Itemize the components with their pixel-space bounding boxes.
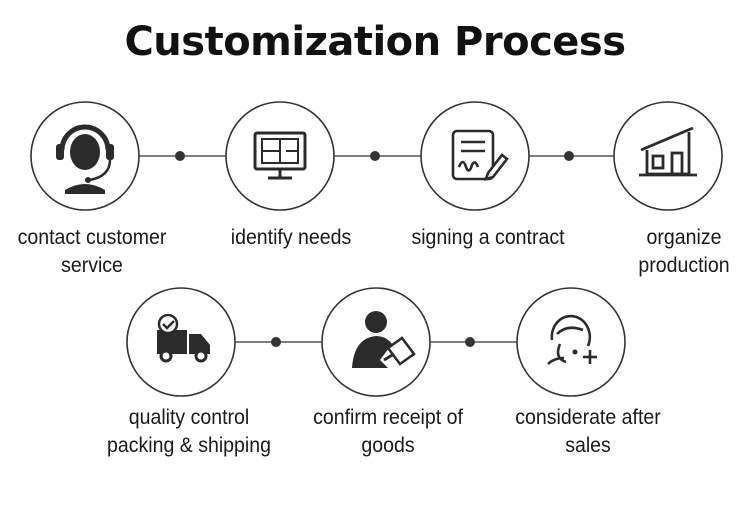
step-2-label: identify needs xyxy=(230,226,352,249)
step-3-label: signing a contract xyxy=(411,226,565,249)
step-4-node xyxy=(613,101,723,211)
step-7-node xyxy=(516,287,626,397)
step-4-label: organize production xyxy=(638,226,730,277)
step-1-node xyxy=(30,101,140,211)
step-6-node xyxy=(321,287,431,397)
step-1-label: contact customer service xyxy=(17,226,167,277)
connector-2-3 xyxy=(334,151,421,161)
step-6-label: confirm receipt of goods xyxy=(313,406,463,457)
page-title: Customization Process xyxy=(124,19,626,65)
connector-5-6 xyxy=(234,337,322,347)
step-5-label: quality control packing & shipping xyxy=(107,406,271,457)
headset-icon xyxy=(56,124,114,194)
delivery-truck-check-icon xyxy=(157,313,210,363)
step-5-node xyxy=(126,287,236,397)
step-3-node xyxy=(420,101,530,211)
monitor-blueprint-icon xyxy=(253,131,307,180)
step-2-node xyxy=(225,101,335,211)
connector-3-4 xyxy=(529,151,614,161)
person-receiving-document-icon xyxy=(352,311,416,368)
factory-icon xyxy=(639,126,697,177)
connector-6-7 xyxy=(430,337,518,347)
connector-1-2 xyxy=(139,151,226,161)
support-agent-plus-icon xyxy=(547,314,597,365)
contract-signature-icon xyxy=(451,129,509,181)
step-7-label: considerate after sales xyxy=(515,406,661,457)
